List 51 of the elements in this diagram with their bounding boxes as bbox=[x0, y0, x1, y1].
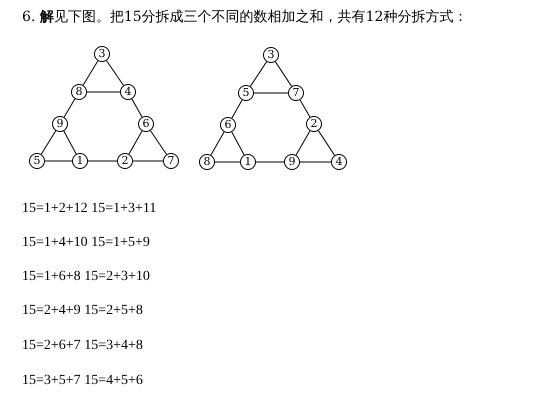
equation: 15=2+5+8 bbox=[84, 303, 143, 318]
equation: 15=1+5+9 bbox=[91, 235, 150, 250]
equation: 15=2+3+10 bbox=[84, 269, 150, 284]
connecting-line bbox=[250, 61, 268, 87]
connecting-line bbox=[210, 131, 225, 156]
equation: 15=4+5+6 bbox=[84, 373, 143, 388]
number-circle: 1 bbox=[240, 154, 256, 170]
connecting-line bbox=[106, 60, 124, 86]
connecting-line bbox=[150, 130, 168, 155]
equation: 15=1+6+8 bbox=[22, 269, 81, 284]
connecting-line bbox=[300, 99, 310, 118]
connecting-line bbox=[231, 132, 245, 156]
number-circle: 4 bbox=[331, 154, 347, 170]
number-circle: 1 bbox=[72, 153, 88, 169]
connecting-line bbox=[132, 160, 164, 162]
connecting-line bbox=[40, 130, 56, 155]
heading-text: 6. 解见下图。把15分拆成三个不同的数相加之和，共有12种分拆方式： bbox=[22, 8, 468, 26]
number-circle: 5 bbox=[29, 153, 45, 169]
connecting-line bbox=[254, 92, 288, 94]
number-circle: 6 bbox=[138, 116, 154, 132]
equation: 15=2+6+7 bbox=[22, 338, 81, 353]
connecting-line bbox=[128, 130, 143, 155]
number-circle: 2 bbox=[117, 153, 133, 169]
number-circle: 6 bbox=[220, 117, 236, 133]
connecting-line bbox=[131, 98, 143, 118]
equation: 15=1+4+10 bbox=[22, 235, 88, 250]
number-circle: 2 bbox=[306, 116, 322, 132]
number-circle: 7 bbox=[288, 85, 304, 101]
connecting-line bbox=[274, 61, 292, 87]
equation: 15=2+4+9 bbox=[22, 303, 81, 318]
connecting-line bbox=[44, 160, 72, 162]
equation: 15=1+2+12 bbox=[22, 201, 88, 216]
connecting-line bbox=[231, 99, 243, 119]
equation: 15=3+4+8 bbox=[84, 338, 143, 353]
connecting-line bbox=[296, 130, 310, 156]
connecting-line bbox=[88, 160, 118, 162]
number-circle: 9 bbox=[284, 154, 300, 170]
connecting-line bbox=[63, 130, 77, 154]
number-circle: 7 bbox=[163, 153, 179, 169]
equation: 15=1+3+11 bbox=[91, 201, 156, 216]
number-circle: 3 bbox=[263, 47, 279, 63]
number-circle: 9 bbox=[52, 116, 68, 132]
number-circle: 8 bbox=[199, 154, 215, 170]
connecting-line bbox=[64, 98, 76, 118]
connecting-line bbox=[82, 60, 98, 86]
connecting-line bbox=[318, 130, 336, 156]
number-circle: 3 bbox=[94, 46, 110, 62]
number-circle: 4 bbox=[120, 84, 136, 100]
number-circle: 5 bbox=[238, 85, 254, 101]
equation: 15=3+5+7 bbox=[22, 373, 81, 388]
number-circle: 8 bbox=[71, 84, 87, 100]
